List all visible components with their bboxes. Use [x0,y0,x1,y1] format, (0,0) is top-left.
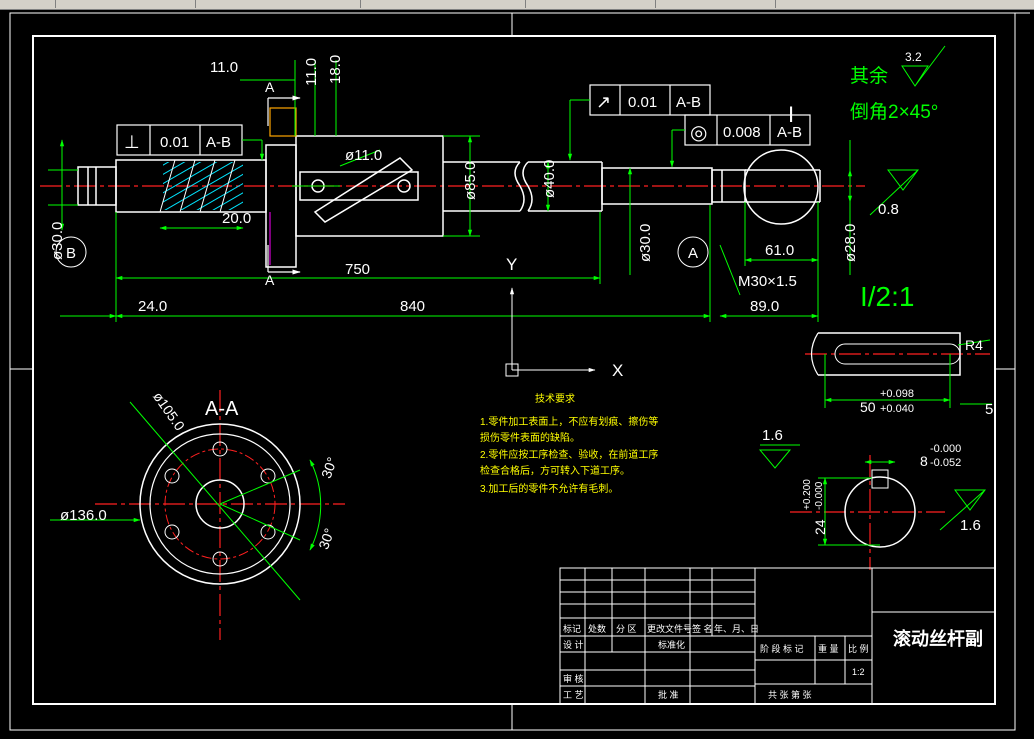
chamfer-note: 倒角2×45° [850,101,938,123]
datum-a: A [688,245,698,262]
dim-dia85: ø85.0 [462,162,479,200]
drawing-name: 滚动丝杆副 [893,628,983,649]
angle-30a: 30° [318,455,340,480]
center-lines [40,185,990,640]
note-1b: 损伤零件表面的缺陷。 [480,431,580,444]
runout-datum: A-B [676,94,701,111]
detail-mark: I [788,102,794,127]
conc-symbol: ◎ [690,122,707,144]
dim-thread: M30×1.5 [738,273,797,290]
dim-20: 20.0 [222,210,251,227]
section-label-top: A [265,79,275,95]
dim-dia40: ø40.0 [541,160,558,198]
sheet-border [9,12,1030,731]
tb-check: 审 核 [563,673,584,684]
detail-50: 50 [860,399,876,415]
tb-zone: 分 区 [616,624,637,634]
runout-symbol: ↗ [596,92,611,112]
dim-840: 840 [400,298,425,315]
rough-08: 0.8 [878,201,899,218]
detail-tol-hi: +0.098 [880,388,914,400]
tb-design: 设 计 [563,639,584,650]
detail-five: 5 [985,401,993,418]
section-a-a-view [50,401,322,601]
ucs-icon [505,287,596,377]
tb-count: 处数 [588,623,606,634]
rough-32: 3.2 [905,50,922,64]
tab-4[interactable] [360,0,526,8]
tb-date: 年、月、日 [714,623,759,634]
dimension-lines [48,60,853,322]
drawing-canvas[interactable]: A A 11.0 11.0 18.0 20.0 ø11.0 ø85.0 ø40.… [0,9,1034,735]
section-cut-arrows [267,95,301,275]
tb-stage: 阶 段 标 记 [760,643,804,654]
detail-tol-lo: +0.040 [880,403,914,415]
notes-title: 技术要求 [535,392,575,405]
nut-detail [269,107,297,137]
tb-sheets: 共 张 第 张 [768,689,812,700]
tab-5[interactable] [525,0,656,8]
tb-process: 工 艺 [563,690,584,700]
dim-11a: 11.0 [210,59,238,76]
dim-11b: 11.0 [303,58,320,86]
detail-view [810,332,992,548]
axis-y: Y [506,255,517,274]
detail-scale: I/2:1 [860,281,914,312]
detail-r4: R4 [965,337,983,353]
thread-lines [159,159,236,213]
note-2b: 检查合格后，方可转入下道工序。 [480,464,630,477]
rough-16b: 1.6 [960,517,981,534]
detail-w8: 8 [920,453,928,469]
tb-std: 标准化 [658,639,685,650]
dim-18: 18.0 [327,55,344,84]
note-3: 3.加工后的零件不允许有毛刺。 [480,482,618,495]
runout-value: 0.01 [628,94,657,111]
dimension-texts: 11.0 11.0 18.0 20.0 ø11.0 ø85.0 ø40.0 ø3… [49,55,859,315]
section-label-bottom: A [265,272,275,288]
detail-h24: 24 [812,519,828,535]
tb-sign: 签 名 [692,623,713,634]
tb-weight: 重 量 [818,643,839,654]
detail-h24-hi: +0.200 [802,479,813,510]
dim-89: 89.0 [750,298,779,315]
tab-1[interactable] [0,0,56,8]
tab-2[interactable] [55,0,196,8]
note-2a: 2.零件应按工序检查、验收，在前道工序 [480,448,658,461]
dim-dia11: ø11.0 [345,147,382,164]
tb-mark: 标记 [563,623,581,634]
perp-value: 0.01 [160,134,189,151]
perp-datum: A-B [206,134,231,151]
dim-dia30-left: ø30.0 [49,222,66,260]
tb-scale-h: 比 例 [848,643,869,654]
dia-136: ø136.0 [60,507,107,524]
tab-strip [0,0,1034,10]
shaft-main-view [77,135,821,268]
dim-750: 750 [345,261,370,278]
detail-w8-hi: -0.000 [930,443,961,455]
tb-doc: 更改文件号 [647,623,692,634]
tab-6[interactable] [655,0,776,8]
dia-105: ø105.0 [150,389,188,434]
dim-dia28: ø28.0 [842,224,859,262]
axis-x: X [612,361,623,380]
perp-symbol: ⊥ [124,132,140,152]
datum-b: B [66,245,76,262]
conc-value: 0.008 [723,124,761,141]
detail-w8-lo: -0.052 [930,457,961,469]
dim-61: 61.0 [765,242,794,259]
drawing-svg: A A 11.0 11.0 18.0 20.0 ø11.0 ø85.0 ø40.… [9,12,1030,731]
dim-dia30-mid: ø30.0 [637,224,654,262]
angle-30b: 30° [315,526,337,551]
tb-approve: 批 准 [658,689,679,700]
title-block [559,567,996,705]
other-note: 其余 [850,65,888,87]
tab-3[interactable] [195,0,361,8]
dim-24: 24.0 [138,298,167,315]
rough-16a: 1.6 [762,427,783,444]
section-title: A-A [205,398,239,420]
tb-scale: 1:2 [852,667,865,677]
conc-datum: A-B [777,124,802,141]
note-1a: 1.零件加工表面上，不应有划痕、擦伤等 [480,415,658,428]
detail-h24-lo: -0.000 [814,481,825,510]
